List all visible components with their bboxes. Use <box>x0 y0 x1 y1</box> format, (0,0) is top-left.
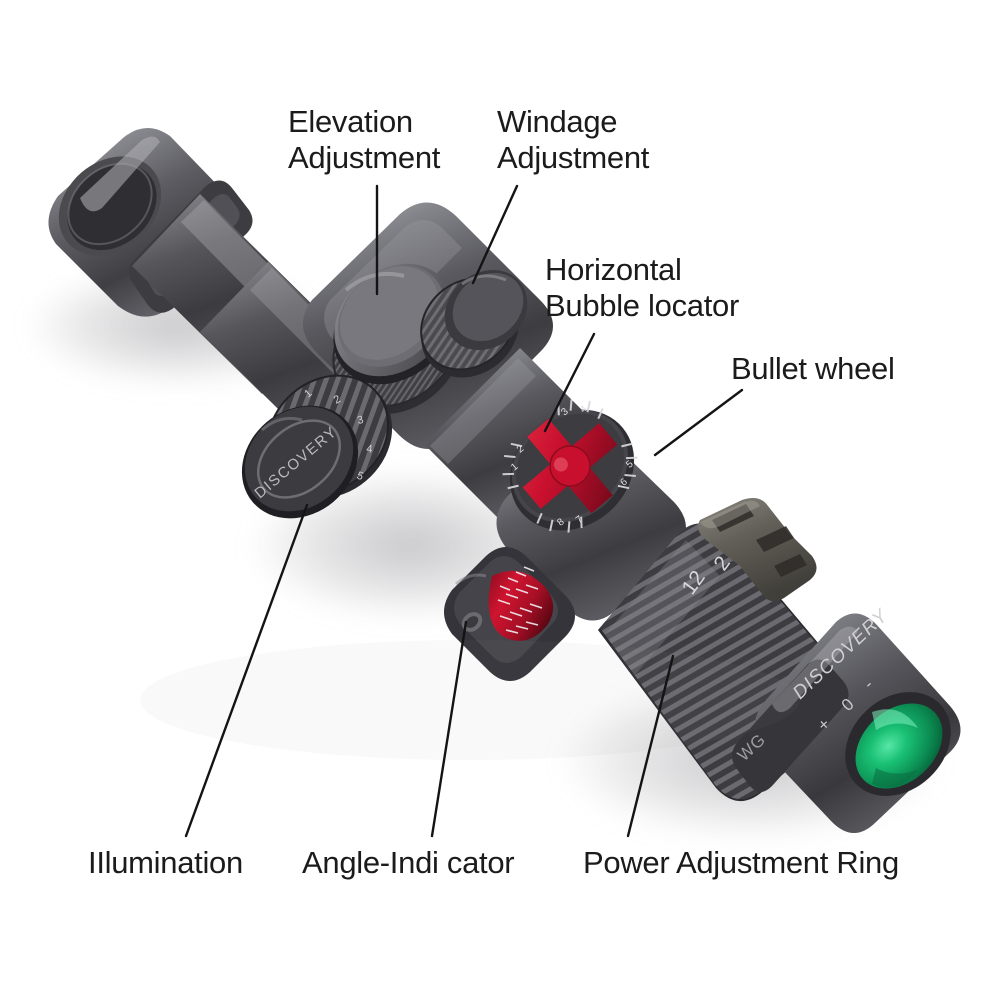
callout-line-1: IIlumination <box>88 845 243 880</box>
windage-adjustment-turret <box>420 269 528 378</box>
leader-windage <box>471 184 519 285</box>
callout-label-bullet-wheel: Bullet wheel <box>731 351 895 387</box>
bullet-wheel-tick-marks <box>502 399 638 533</box>
leader-horizontal <box>543 332 596 433</box>
svg-text:2: 2 <box>332 393 343 406</box>
svg-text:1: 1 <box>509 461 521 473</box>
leader-power <box>626 654 675 838</box>
callout-label-power-adjustment-ring: Power Adjustment Ring <box>583 845 899 881</box>
callout-line-1: Angle-Indi cator <box>302 845 515 880</box>
callout-line-2: Adjustment <box>288 140 441 175</box>
leader-illumination <box>184 503 309 838</box>
callout-line-2: Bubble locator <box>545 288 739 323</box>
svg-text:7: 7 <box>574 514 586 526</box>
svg-text:5: 5 <box>624 458 636 470</box>
svg-text:4: 4 <box>366 443 373 456</box>
angle-indicator-scale <box>497 566 543 634</box>
callout-line-1: Windage <box>497 104 618 139</box>
callout-line-1: Horizontal <box>545 252 682 287</box>
svg-text:8: 8 <box>555 516 567 528</box>
callout-line-1: Bullet wheel <box>731 351 895 386</box>
callout-line-2: Adjustment <box>497 140 650 175</box>
horizontal-bubble-locator <box>522 418 618 514</box>
leader-angle <box>430 620 468 838</box>
power-ring-throw-lever <box>698 498 817 602</box>
leader-bullet <box>653 388 744 457</box>
svg-text:3: 3 <box>559 406 571 418</box>
angle-indicator <box>444 547 575 681</box>
callout-line-1: Power Adjustment Ring <box>583 845 899 880</box>
eyepiece-bell: DISCOVERY + 0 - WG <box>732 605 961 833</box>
svg-text:3: 3 <box>356 414 364 427</box>
svg-text:2: 2 <box>515 443 527 455</box>
callout-line-1: Elevation <box>288 104 413 139</box>
illumination-knob: 1 2 3 4 5 DISCOVERY <box>241 374 393 519</box>
callout-label-illumination: IIlumination <box>88 845 243 881</box>
svg-text:4: 4 <box>578 403 590 415</box>
callout-label-angle-indicator: Angle-Indi cator <box>302 845 515 881</box>
svg-text:5: 5 <box>355 470 365 483</box>
bubble-level-center <box>550 446 590 486</box>
tube-mid-segment <box>424 348 594 518</box>
svg-text:6: 6 <box>618 476 630 488</box>
